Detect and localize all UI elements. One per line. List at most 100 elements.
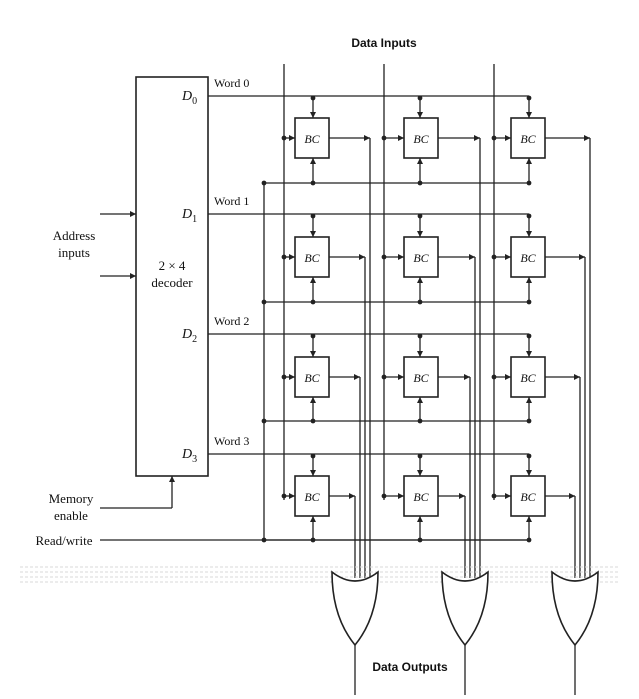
- binary-cell-box: [403, 236, 439, 278]
- junction-dot: [417, 180, 423, 186]
- junction-dot: [381, 254, 387, 260]
- rw-arrow: [526, 158, 532, 164]
- rw-arrow: [310, 277, 316, 283]
- address-arrow-0: [130, 211, 136, 217]
- decoder-name-line2: decoder: [151, 275, 193, 290]
- junction-dot: [417, 213, 423, 219]
- select-arrow: [310, 351, 316, 357]
- select-arrow: [417, 351, 423, 357]
- junction-dot: [261, 299, 267, 305]
- junction-dot: [491, 254, 497, 260]
- binary-cells: BC BC BC BC BC BC BC BC BC BC BC BC: [294, 117, 546, 517]
- binary-cell-label: BC: [304, 371, 320, 385]
- data-in-arrow: [505, 374, 511, 380]
- data-in-arrow: [289, 135, 295, 141]
- binary-cell: BC: [294, 356, 330, 398]
- binary-cell: BC: [403, 356, 439, 398]
- word-label-2: Word 2: [214, 314, 249, 328]
- junction-dot: [526, 180, 532, 186]
- data-in-arrow: [289, 374, 295, 380]
- data-in-arrow: [398, 254, 404, 260]
- binary-cell-label: BC: [413, 490, 429, 504]
- word-label-1: Word 1: [214, 194, 249, 208]
- cell-output-arrow: [364, 135, 370, 141]
- binary-cell-box: [294, 236, 330, 278]
- junction-dot: [526, 213, 532, 219]
- binary-cell-label: BC: [413, 371, 429, 385]
- select-arrow: [310, 231, 316, 237]
- or-gate-1: [441, 570, 489, 647]
- junction-dot: [526, 299, 532, 305]
- binary-cell-label: BC: [413, 251, 429, 265]
- junction-dot: [417, 418, 423, 424]
- cell-output-arrow: [354, 374, 360, 380]
- cell-output-arrow: [574, 374, 580, 380]
- binary-cell-label: BC: [304, 490, 320, 504]
- binary-cell: BC: [510, 236, 546, 278]
- address-label-line2: inputs: [58, 245, 90, 260]
- data-inputs-title: Data Inputs: [351, 36, 417, 50]
- binary-cell: BC: [403, 117, 439, 159]
- data-in-arrow: [505, 135, 511, 141]
- rw-arrow: [526, 516, 532, 522]
- word-label-3: Word 3: [214, 434, 249, 448]
- rw-arrow: [417, 397, 423, 403]
- left-labels: Address inputs Memory enable Read/write: [35, 228, 95, 548]
- cell-output-arrow: [569, 493, 575, 499]
- cell-output-arrow: [469, 254, 475, 260]
- junction-dot: [526, 333, 532, 339]
- junction-dot: [526, 418, 532, 424]
- binary-cell-box: [403, 475, 439, 517]
- cell-output-arrow: [474, 135, 480, 141]
- cell-output-arrow: [464, 374, 470, 380]
- memory-enable-arrow: [169, 476, 175, 482]
- junction-dot: [417, 453, 423, 459]
- binary-cell-label: BC: [413, 132, 429, 146]
- decoder-name-line1: 2 × 4: [159, 258, 186, 273]
- binary-cell-box: [510, 356, 546, 398]
- data-in-arrow: [289, 493, 295, 499]
- junction-dot: [281, 254, 287, 260]
- junction-dot: [526, 537, 532, 543]
- binary-cell: BC: [510, 356, 546, 398]
- junction-dot: [310, 453, 316, 459]
- binary-cell-box: [294, 356, 330, 398]
- binary-cell-box: [294, 117, 330, 159]
- cell-output-arrow: [584, 135, 590, 141]
- cell-output-arrow: [349, 493, 355, 499]
- junction-dot: [281, 374, 287, 380]
- junction-dot: [261, 418, 267, 424]
- select-arrow: [417, 231, 423, 237]
- data-in-arrow: [505, 254, 511, 260]
- binary-cell: BC: [294, 117, 330, 159]
- address-arrow-1: [130, 273, 136, 279]
- junction-dot: [310, 333, 316, 339]
- junction-dot: [417, 95, 423, 101]
- junction-dot: [491, 493, 497, 499]
- data-in-arrow: [398, 135, 404, 141]
- binary-cell-label: BC: [304, 251, 320, 265]
- binary-cell: BC: [294, 475, 330, 517]
- junction-dot: [261, 180, 267, 186]
- rw-arrow: [417, 516, 423, 522]
- rw-arrow: [310, 397, 316, 403]
- binary-cell: BC: [510, 117, 546, 159]
- address-label-line1: Address: [53, 228, 96, 243]
- select-arrow: [526, 351, 532, 357]
- junction-dot: [381, 135, 387, 141]
- binary-cell: BC: [403, 236, 439, 278]
- data-in-arrow: [398, 493, 404, 499]
- junction-dot: [417, 537, 423, 543]
- binary-cell-label: BC: [520, 490, 536, 504]
- select-arrow: [310, 112, 316, 118]
- word-label-0: Word 0: [214, 76, 249, 90]
- junction-dot: [281, 135, 287, 141]
- binary-cell-box: [510, 117, 546, 159]
- data-in-arrow: [505, 493, 511, 499]
- binary-cell-box: [403, 117, 439, 159]
- junction-dot: [417, 333, 423, 339]
- memory-enable-label-line1: Memory: [49, 491, 94, 506]
- decoder-output-1: D1: [181, 207, 197, 225]
- junction-dot: [491, 135, 497, 141]
